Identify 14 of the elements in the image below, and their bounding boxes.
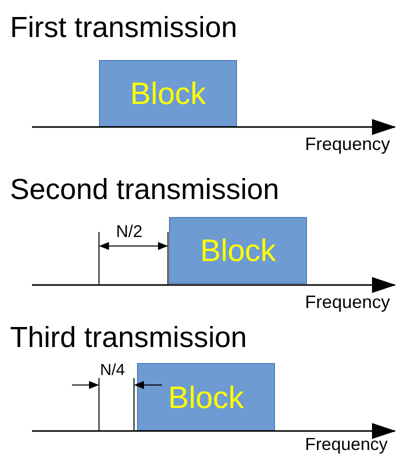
block-rect [99,60,237,127]
block-label: Block [168,382,244,412]
block-label: Block [130,78,206,109]
block-rect [137,363,275,431]
block-label: Block [200,235,276,266]
dimension-label: N/2 [116,223,142,240]
dimension-label: N/4 [100,363,125,379]
section-title: Third transmission [10,324,247,353]
axis-label: Frequency [305,436,388,454]
section-title: First transmission [10,14,238,43]
axis-label: Frequency [305,135,390,153]
section-title: Second transmission [10,176,280,205]
axis-label: Frequency [305,293,390,311]
block-rect [169,217,307,284]
